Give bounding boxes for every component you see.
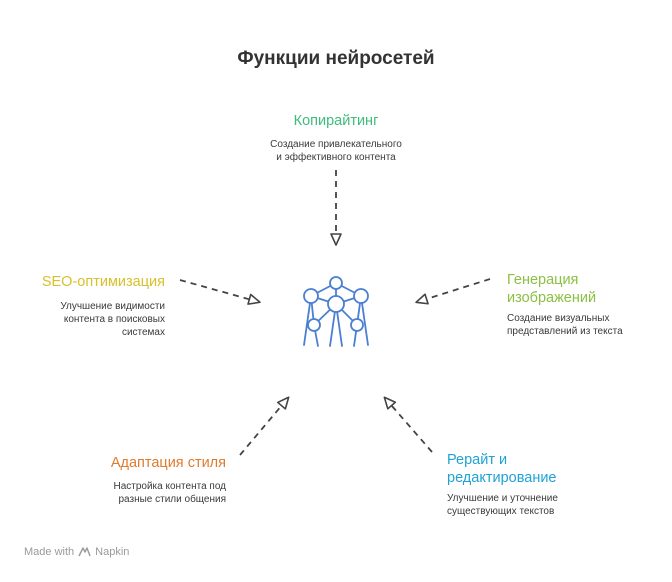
image-generation-title: Генерация изображений xyxy=(507,271,667,307)
image-generation-title-line: изображений xyxy=(507,290,597,306)
napkin-brand-label: Napkin xyxy=(95,546,130,558)
style-adaptation-description: Настройка контента под разные стили обще… xyxy=(26,480,226,506)
copywriting-description-line: и эффективного контента xyxy=(276,152,396,163)
copywriting-description: Создание привлекательного и эффективного… xyxy=(216,138,456,164)
rewrite-description: Улучшение и уточнение существующих текст… xyxy=(447,492,647,518)
image-generation-description-line: представлений из текста xyxy=(507,326,623,337)
rewrite-title-line: Рерайт и xyxy=(447,452,508,468)
seo-description: Улучшение видимости контента в поисковых… xyxy=(5,300,165,339)
arrow-rewrite xyxy=(383,396,433,453)
arrow-seo xyxy=(179,279,261,305)
seo-description-line: системах xyxy=(121,327,165,338)
style-adaptation-description-line: разные стили общения xyxy=(118,494,227,505)
napkin-logo-icon xyxy=(78,547,91,557)
rewrite-description-line: Улучшение и уточнение xyxy=(447,493,558,504)
neural-network-icon xyxy=(303,276,369,347)
seo-description-line: Улучшение видимости xyxy=(60,301,165,312)
style-adaptation-description-line: Настройка контента под xyxy=(113,481,226,492)
style-adaptation-title: Адаптация стиля xyxy=(110,455,226,471)
copywriting-description-line: Создание привлекательного xyxy=(270,139,402,150)
diagram-title: Функции нейросетей xyxy=(237,48,435,69)
made-with-napkin-footer: Made with Napkin xyxy=(24,546,129,558)
copywriting-title: Копирайтинг xyxy=(293,113,379,129)
image-generation-title-line: Генерация xyxy=(507,272,579,288)
arrow-image-generation xyxy=(415,278,491,305)
rewrite-title: Рерайт и редактирование xyxy=(447,451,647,487)
seo-title: SEO-оптимизация xyxy=(41,274,165,290)
rewrite-title-line: редактирование xyxy=(447,470,557,486)
seo-description-line: контента в поисковых xyxy=(63,314,165,325)
arrow-style xyxy=(239,396,290,456)
image-generation-description: Создание визуальных представлений из тек… xyxy=(507,312,667,338)
rewrite-description-line: существующих текстов xyxy=(447,506,555,517)
made-with-label: Made with xyxy=(24,546,75,558)
image-generation-description-line: Создание визуальных xyxy=(507,313,610,324)
